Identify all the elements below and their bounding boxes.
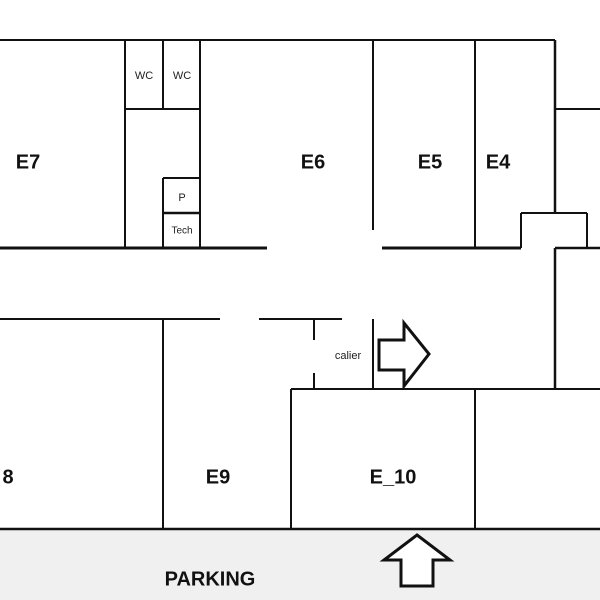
arrow-right-icon [377,318,431,391]
room-wc-2: WC [172,70,192,82]
room-e7: E7 [15,151,41,174]
parking-area [0,529,600,600]
palier-label: calier [334,350,362,362]
arrow-up-icon [379,533,455,588]
room-p: P [178,192,186,204]
room-e8: 8 [2,466,14,489]
room-e4: E4 [485,151,511,174]
room-e9: E9 [205,466,231,489]
parking-label: PARKING [164,568,256,591]
room-tech: Tech [171,225,193,237]
room-wc-1: WC [134,70,154,82]
room-e5: E5 [417,151,443,174]
room-e6: E6 [300,151,326,174]
room-e10: E_10 [369,466,417,489]
